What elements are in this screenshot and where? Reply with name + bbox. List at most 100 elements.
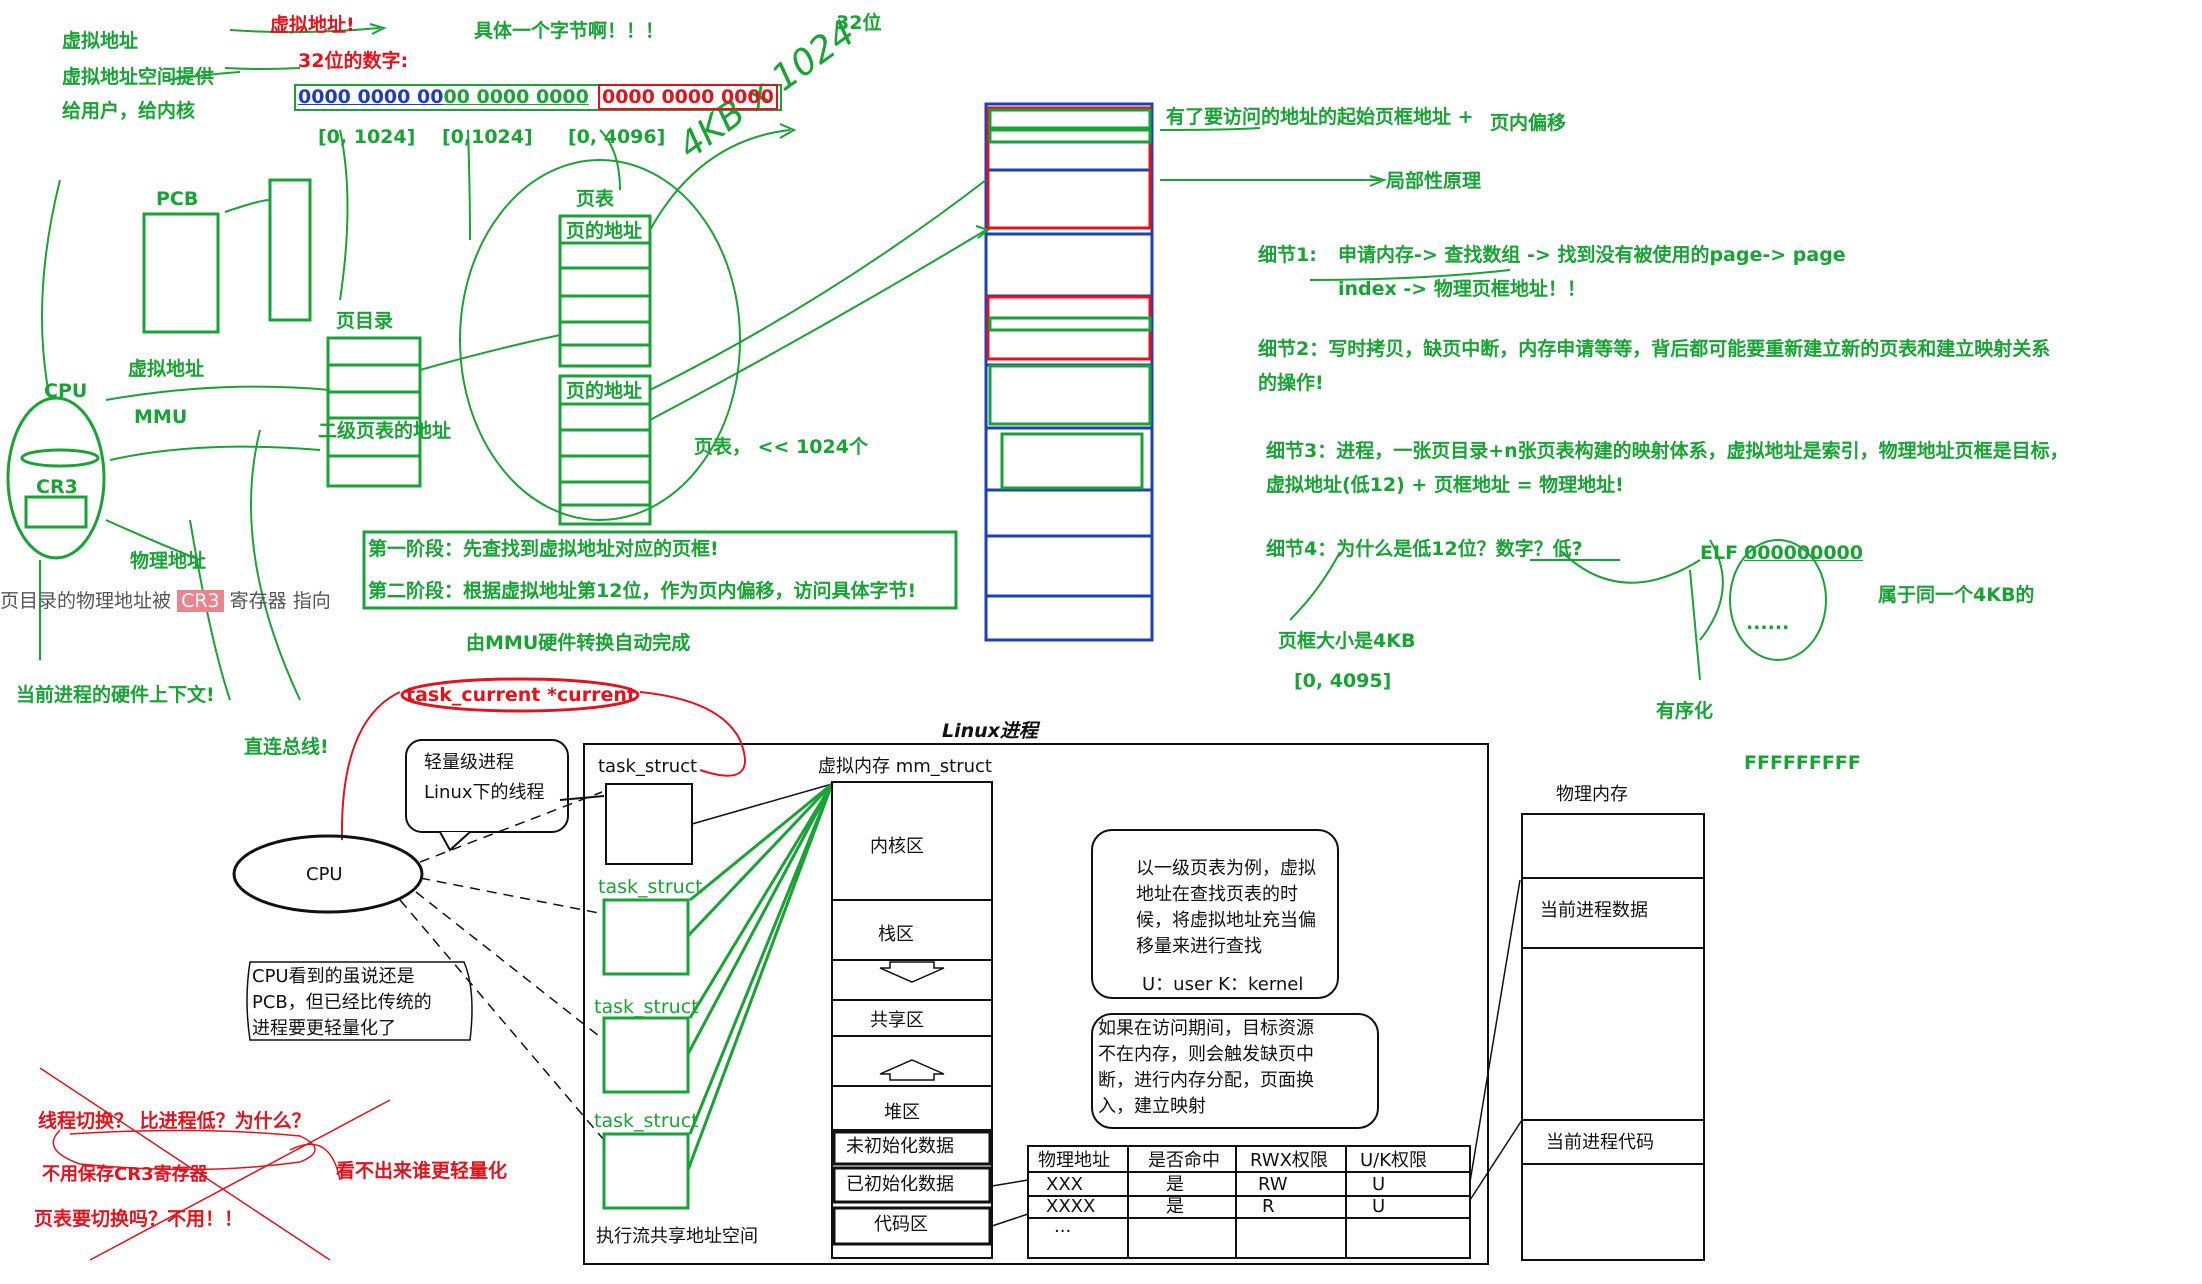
task-struct-box-main [605,783,693,865]
page-table-box-2 [558,374,652,526]
label-task-struct-4: task_struct [594,1110,699,1132]
data-to-table-line [991,1179,1029,1187]
callout-pointer [559,795,605,801]
heap-arrow [879,1059,945,1081]
label-not-lighter: 看不出来谁更轻量化 [336,1160,508,1182]
range-3: [0, 4096] [568,126,666,148]
code-to-table-line [991,1213,1029,1227]
label-virtual-address-red: 虚拟地址! [270,14,355,36]
label-mmu-auto: 由MMU硬件转换自动完成 [466,632,691,654]
label-physical-memory: 物理内存 [1556,784,1628,805]
label-cpu: CPU [44,380,88,402]
phase-2: 第二阶段：根据虚拟地址第12位，作为页内偏移，访问具体字节! [368,580,917,602]
cpu-dashed-lines [399,791,605,1141]
cpu-ellipse [6,396,106,560]
cr3-note-prefix: 页目录的物理地址被 [0,590,172,612]
label-current-data: 当前进程数据 [1540,900,1648,921]
note-1-d: 移量来进行查找 [1136,936,1262,957]
label-mmu: MMU [134,406,188,428]
label-task-struct-2: task_struct [598,876,703,898]
label-kernel-area: 内核区 [870,836,924,857]
label-hw-context: 当前进程的硬件上下文! [16,684,215,706]
label-32bit-number: 32位的数字: [298,50,409,72]
label-task-struct-main: task_struct [598,756,698,777]
table-cell: XXXX [1046,1196,1096,1217]
detail-1-label: 细节1: [1258,244,1317,266]
callout-lightweight [405,739,569,833]
cpu-ellipse-bottom [232,834,424,914]
label-page-offset: 页内偏移 [1490,112,1567,134]
cpu-sees-bubble [246,961,473,1041]
table-cell: 是 [1166,1174,1184,1195]
table-cell: U [1372,1196,1386,1217]
label-bss: 未初始化数据 [846,1136,954,1157]
label-task-struct-3: task_struct [594,996,699,1018]
detail-1-a: 申请内存-> 查找数组 -> 找到没有被使用的page-> page [1338,244,1846,266]
label-to-user-kernel: 给用户，给内核 [62,100,196,122]
bits-blue: 0000 0000 00 [298,86,444,108]
current-ellipse [400,677,640,713]
label-no-cr3: 不用保存CR3寄存器 [42,1164,208,1185]
table-cell: U [1372,1174,1386,1195]
physical-frames-column [984,102,1154,642]
label-current-code: 当前进程代码 [1546,1132,1654,1153]
note-2-b: 不在内存，则会触发缺页中 [1098,1044,1314,1065]
table-header-4: U/K权限 [1360,1150,1428,1171]
table-cell: ... [1054,1216,1072,1237]
label-ffff: FFFFFFFFF [1744,752,1861,774]
cpu-sees-b: PCB，但已经比传统的 [252,992,432,1013]
task-struct-box-2 [602,898,690,976]
label-virtual-address: 虚拟地址 [62,30,139,52]
label-page-table: 页表 [576,188,615,210]
table-header-2: 是否命中 [1148,1150,1220,1171]
detail-4: 细节4：为什么是低12位？数字？低? [1266,538,1583,560]
note-2-a: 如果在访问期间，目标资源 [1098,1018,1314,1039]
cr3-box [24,495,88,529]
page-table-grid [1027,1145,1471,1259]
label-virtual-address-2: 虚拟地址 [128,358,205,380]
red-arc-2 [639,691,746,777]
label-same-4kb: 属于同一个4KB的 [1878,584,2035,606]
page-table-ellipse [459,159,741,521]
label-page-directory: 页目录 [336,310,394,332]
label-mm-struct: 虚拟内存 mm_struct [818,756,992,777]
label-lightweight: 轻量级进程 [424,752,514,773]
note-1-a: 以一级页表为例，虚拟 [1136,858,1316,879]
elf-ellipse [1729,539,1827,661]
table-cell: 是 [1166,1196,1184,1217]
label-task-current: task_current *current [406,684,636,706]
label-linux-thread: Linux下的线程 [424,782,545,803]
task-struct-box-4 [602,1132,690,1210]
label-specific-byte: 具体一个字节啊！！！ [474,20,665,42]
label-page-address-2: 页的地址 [566,380,643,402]
bits-red: 0000 0000 0000 [597,84,778,110]
table-to-phys-line-1 [1469,879,1521,1183]
elf-dots: ...... [1746,612,1790,634]
green-arrows [39,23,1724,701]
page-table-box-1 [558,214,652,368]
page-directory-box [326,336,422,488]
table-cell: RW [1258,1174,1288,1195]
label-page-table-count: 页表， << 1024个 [694,436,868,458]
label-heap-area: 堆区 [884,1102,920,1123]
cr3-note: 页目录的物理地址被 CR3 寄存器 指向 [0,590,331,613]
bits-green: 00 0000 0000 [443,86,589,108]
linux-process-frame [583,743,1489,1265]
label-cr3: CR3 [36,476,78,498]
range-2: [0,1024] [442,126,533,148]
label-32bit: 32位 [836,12,882,34]
cr3-tag: CR3 [177,590,224,612]
callout-tail [439,831,471,852]
address-space-column [831,781,993,1259]
cr3-note-suffix: 寄存器 指向 [229,590,331,612]
red-scribbles [39,1067,391,1261]
table-cell: XXX [1046,1174,1083,1195]
task-struct-box-3 [602,1016,690,1094]
label-cpu-bottom: CPU [306,864,343,885]
note-2-c: 断，进行内存分配，页面换 [1098,1070,1314,1091]
note-1-b: 地址在查找页表的时 [1136,884,1298,905]
detail-3-a: 细节3：进程，一张页目录+n张页表构建的映射体系，虚拟地址是索引，物理地址页框是… [1266,440,2069,462]
label-shared-exec: 执行流共享地址空间 [596,1226,758,1247]
